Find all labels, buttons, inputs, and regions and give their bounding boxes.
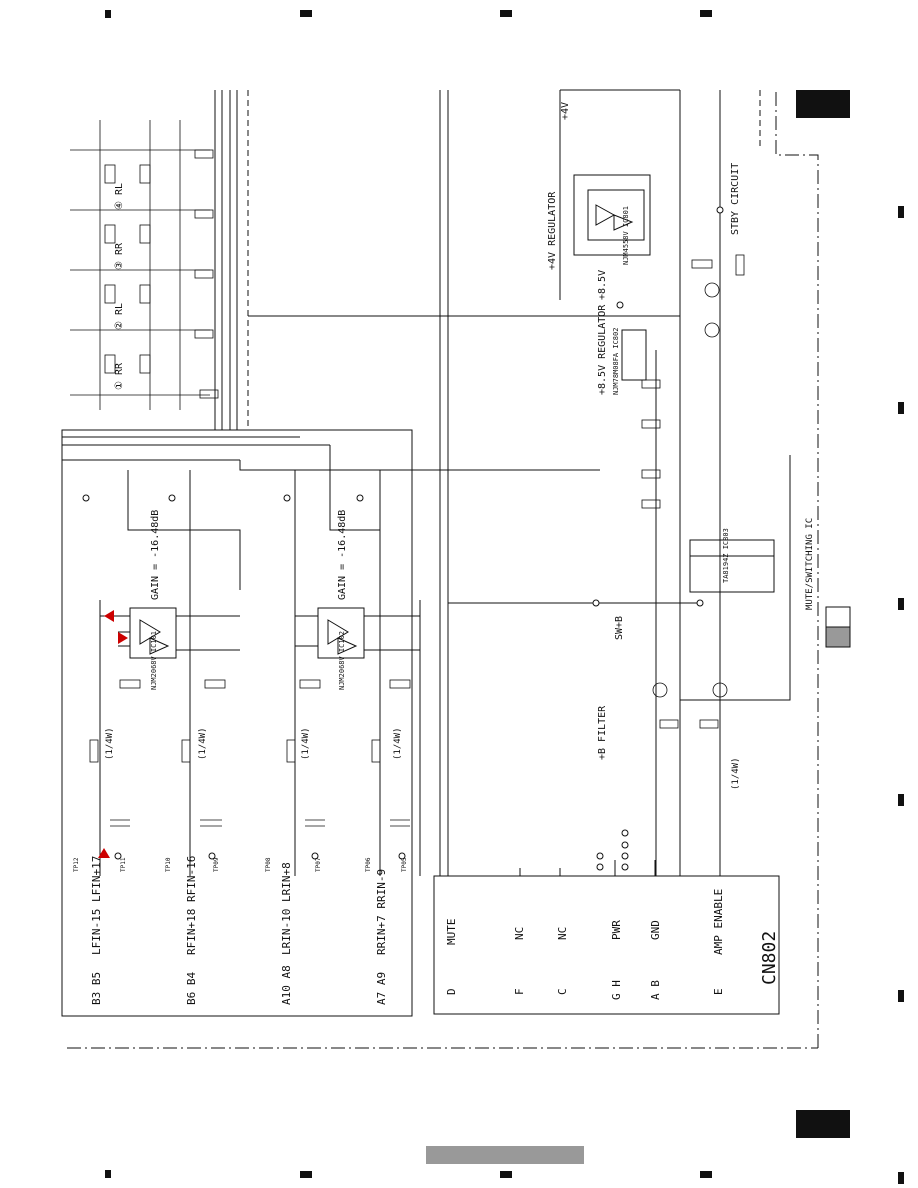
test-point-markers: [82, 206, 724, 871]
pin-label-gnd: GND: [649, 920, 662, 940]
pin-num-lrin: A10 A8: [280, 965, 293, 1005]
regulator-4v: [573, 174, 651, 256]
channel-label-3: ③ RR: [114, 242, 125, 270]
tp-label: TP12: [73, 857, 80, 872]
resistor-note-2: (1/4W): [198, 727, 208, 760]
pin-label-rrin: RRIN+7 RRIN-9: [375, 869, 388, 955]
v4-label: +4V: [560, 102, 571, 120]
pin-label-lfin: LFIN-15 LFIN+17: [90, 856, 103, 955]
signal-arrows: [98, 610, 128, 858]
reg4v-label: +4V REGULATOR: [547, 191, 558, 270]
gain-label-2: GAIN = -16.48dB: [337, 510, 348, 600]
channel-label-2: ② RL: [114, 303, 125, 330]
pin-label-mute: MUTE: [445, 919, 458, 946]
tp-label: TP05: [401, 857, 408, 872]
mute-ic-label: MUTE/SWITCHING IC: [805, 518, 815, 610]
resistor-note-3: (1/4W): [301, 727, 311, 760]
amp-transistor-array: [70, 120, 219, 410]
stby-transistors: [641, 254, 745, 729]
pin-num-nc1: F: [513, 988, 526, 995]
reg4v-ic: NJM4558V IC801: [622, 206, 630, 265]
regulator-8v5: [621, 329, 647, 381]
pin-num-rfin: B6 B4: [185, 972, 198, 1005]
connector-name: CN802: [759, 931, 780, 985]
tp-label: TP06: [365, 857, 372, 872]
resistor-note-1: (1/4W): [105, 727, 115, 760]
resistor-note-5: (1/4W): [731, 757, 741, 790]
pin-label-amp-enable: AMP ENABLE: [712, 889, 725, 955]
pin-label-nc1: NC: [513, 927, 526, 940]
schematic-labels: LFIN-15 LFIN+17 B3 B5 RFIN+18 RFIN-16 B6…: [73, 102, 815, 1005]
pin-label-rfin: RFIN+18 RFIN-16: [185, 856, 198, 955]
opamp-ic102: [295, 607, 420, 659]
pin-num-rrin: A7 A9: [375, 972, 388, 1005]
input-rc-network: [89, 679, 411, 827]
ic101-label: NJM2068V IC101: [150, 631, 158, 690]
pin-label-nc2: NC: [556, 927, 569, 940]
tp-label: TP11: [120, 857, 127, 872]
channel-label-1: ① RR: [114, 362, 125, 390]
channel-label-4: ④ RL: [114, 183, 125, 210]
tp-label: TP09: [213, 857, 220, 872]
pin-label-lrin: LRIN-10 LRIN+8: [280, 862, 293, 955]
bus-lines: [62, 89, 791, 876]
opamp-ic101: [100, 607, 240, 659]
ic102-label: NJM2068V IC102: [338, 631, 346, 690]
connector-pin-wires: [447, 860, 721, 876]
pin-num-pwr: G H: [610, 980, 623, 1000]
gain-label-1: GAIN = -16.48dB: [150, 510, 161, 600]
pin-num-gnd: A B: [649, 980, 662, 1000]
pin-label-pwr: PWR: [610, 920, 623, 940]
tp-label: TP10: [165, 857, 172, 872]
tp-label: TP07: [315, 857, 322, 872]
mute-ic-part: TA8194Z IC803: [722, 528, 730, 583]
reg85v-ic: NJM78M08FA IC802: [612, 328, 620, 395]
pin-num-nc2: C: [556, 988, 569, 995]
registration-marks: [105, 10, 904, 1184]
tp-label: TP08: [265, 857, 272, 872]
resistor-note-4: (1/4W): [393, 727, 403, 760]
reg85v-label: +8.5V REGULATOR: [597, 304, 608, 395]
stby-label: STBY CIRCUIT: [730, 163, 741, 235]
bfilter-label: +B FILTER: [597, 705, 608, 760]
pin-num-mute: D: [445, 988, 458, 995]
pin-num-lfin: B3 B5: [90, 972, 103, 1005]
swb-label: SW+B: [614, 616, 625, 640]
mute-switching-ic: [689, 539, 775, 593]
v85-label: +8.5V: [597, 270, 608, 300]
pin-num-amp-enable: E: [712, 988, 725, 995]
